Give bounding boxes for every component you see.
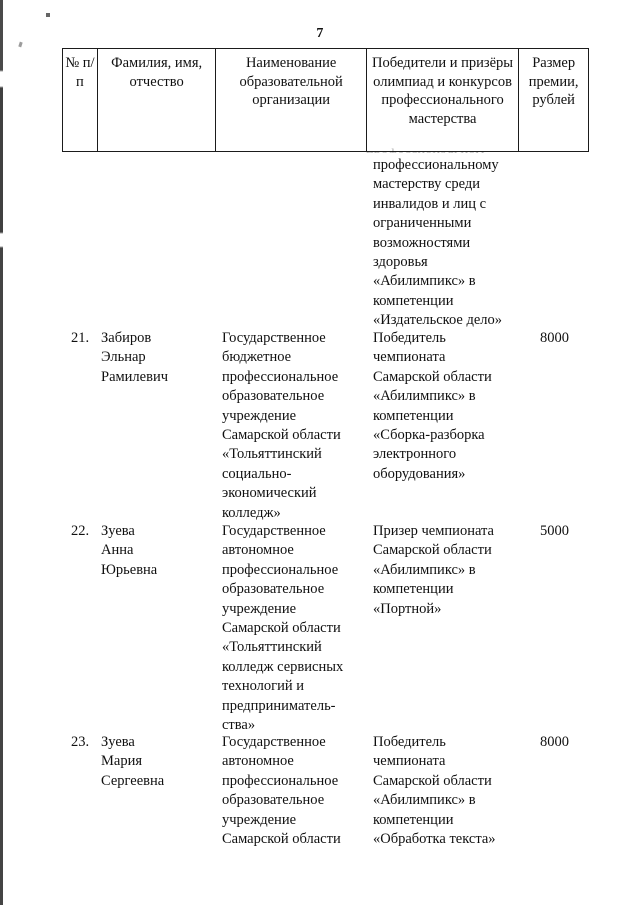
scan-speck-artifact	[18, 41, 23, 48]
cell-full-name: Зуева Мария Сергеевна	[101, 734, 165, 789]
column-header-number: № п/п	[63, 49, 98, 151]
column-header-winners: Победители и призёры олимпиад и конкурсо…	[367, 49, 520, 151]
cell-number: 23.	[71, 734, 90, 750]
scan-edge-artifact	[0, 0, 3, 905]
page-number: 7	[316, 26, 324, 41]
cell-number: 21.	[71, 330, 90, 346]
cell-prize-amount: 8000	[540, 330, 569, 346]
cell-winners: Призер чемпионата Самарской области «Аби…	[373, 523, 494, 617]
cell-winners: Победитель чемпионата Самарской области …	[373, 330, 492, 482]
table-row: 22. Зуева Анна Юрьевна Государственное а…	[62, 522, 589, 735]
table-row: 21. Забиров Эльнар Рамилевич Государстве…	[62, 329, 589, 523]
cell-winners: Победитель чемпионата Самарской области …	[373, 734, 496, 848]
cell-prize-amount: 8000	[540, 734, 569, 750]
cell-prize-amount: 5000	[540, 523, 569, 539]
clipped-text-artifact: профессиональном	[366, 146, 516, 153]
scan-speck-artifact	[46, 13, 50, 17]
column-header-full-name: Фамилия, имя, отчество	[98, 49, 217, 151]
column-header-prize-amount: Размер премии, рублей	[528, 55, 579, 108]
cell-full-name: Зуева Анна Юрьевна	[101, 523, 158, 578]
table-header-row: № п/п Фамилия, имя, отчество Наименовани…	[62, 48, 589, 152]
cell-organization: Государственное автономное профессиональ…	[222, 523, 344, 734]
table-row: 23. Зуева Мария Сергеевна Государственно…	[62, 733, 589, 849]
cell-organization: Государственное автономное профессиональ…	[222, 734, 341, 848]
table-row-continued: профессиональному мастерству среди инвал…	[62, 156, 589, 331]
cell-full-name: Забиров Эльнар Рамилевич	[101, 330, 169, 385]
cell-organization: Государственное бюджетное профессиональн…	[222, 330, 341, 521]
cell-winners: профессиональному мастерству среди инвал…	[373, 157, 503, 329]
column-header-organization: Наименование образовательной организации	[216, 49, 367, 151]
cell-number: 22.	[71, 523, 90, 539]
